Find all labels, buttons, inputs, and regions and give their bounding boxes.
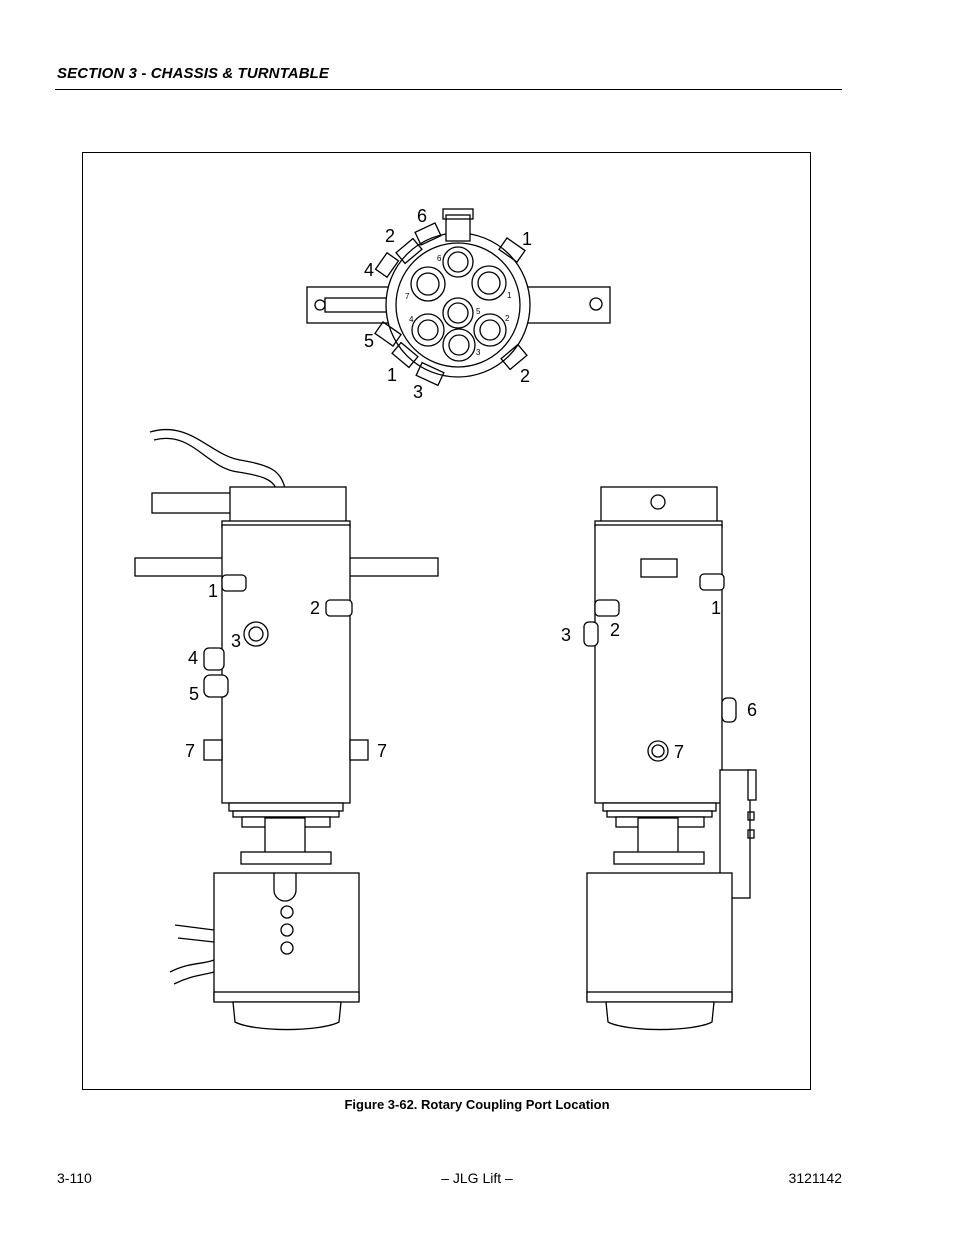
left-callout-4: 4 [188, 648, 198, 668]
svg-text:3: 3 [476, 348, 481, 357]
right-callout-1: 1 [711, 598, 721, 618]
left-callout-1: 1 [208, 581, 218, 601]
figure-frame [82, 152, 811, 1090]
top-callout-3: 3 [413, 382, 423, 402]
top-callout-1a: 1 [387, 365, 397, 385]
right-view-motor [586, 872, 733, 1001]
right-callout-6: 6 [747, 700, 757, 720]
left-callout-7b: 7 [377, 741, 387, 761]
header-divider [55, 89, 842, 90]
top-view-diagram: 6 2 4 5 1 3 1 2 6 7 4 1 5 2 3 [306, 206, 611, 402]
section-title: SECTION 3 - CHASSIS & TURNTABLE [57, 65, 330, 82]
top-callout-1b: 1 [522, 229, 532, 249]
top-callout-2b: 2 [520, 366, 530, 386]
top-callout-4: 4 [364, 260, 374, 280]
top-callout-6: 6 [417, 206, 427, 226]
page-number: 3-110 [57, 1170, 92, 1186]
right-callout-3: 3 [561, 625, 571, 645]
top-callout-2a: 2 [385, 226, 395, 246]
left-callout-5: 5 [189, 684, 199, 704]
left-view-body [221, 524, 351, 804]
svg-text:4: 4 [409, 315, 414, 324]
svg-text:5: 5 [476, 307, 481, 316]
footer-brand: – JLG Lift – [441, 1170, 513, 1186]
document-number: 3121142 [788, 1170, 842, 1186]
left-side-view-diagram: 1 2 3 4 5 7 7 [134, 429, 439, 1031]
top-callout-5: 5 [364, 331, 374, 351]
svg-text:1: 1 [507, 291, 512, 300]
svg-text:7: 7 [405, 292, 410, 301]
right-side-view-diagram: 1 2 3 6 7 [561, 486, 757, 1031]
left-callout-2: 2 [310, 598, 320, 618]
right-callout-2: 2 [610, 620, 620, 640]
left-callout-3: 3 [231, 631, 241, 651]
right-callout-7: 7 [674, 742, 684, 762]
left-callout-7a: 7 [185, 741, 195, 761]
svg-text:2: 2 [505, 314, 510, 323]
svg-text:6: 6 [437, 254, 442, 263]
figure-caption: Figure 3-62. Rotary Coupling Port Locati… [344, 1097, 610, 1112]
